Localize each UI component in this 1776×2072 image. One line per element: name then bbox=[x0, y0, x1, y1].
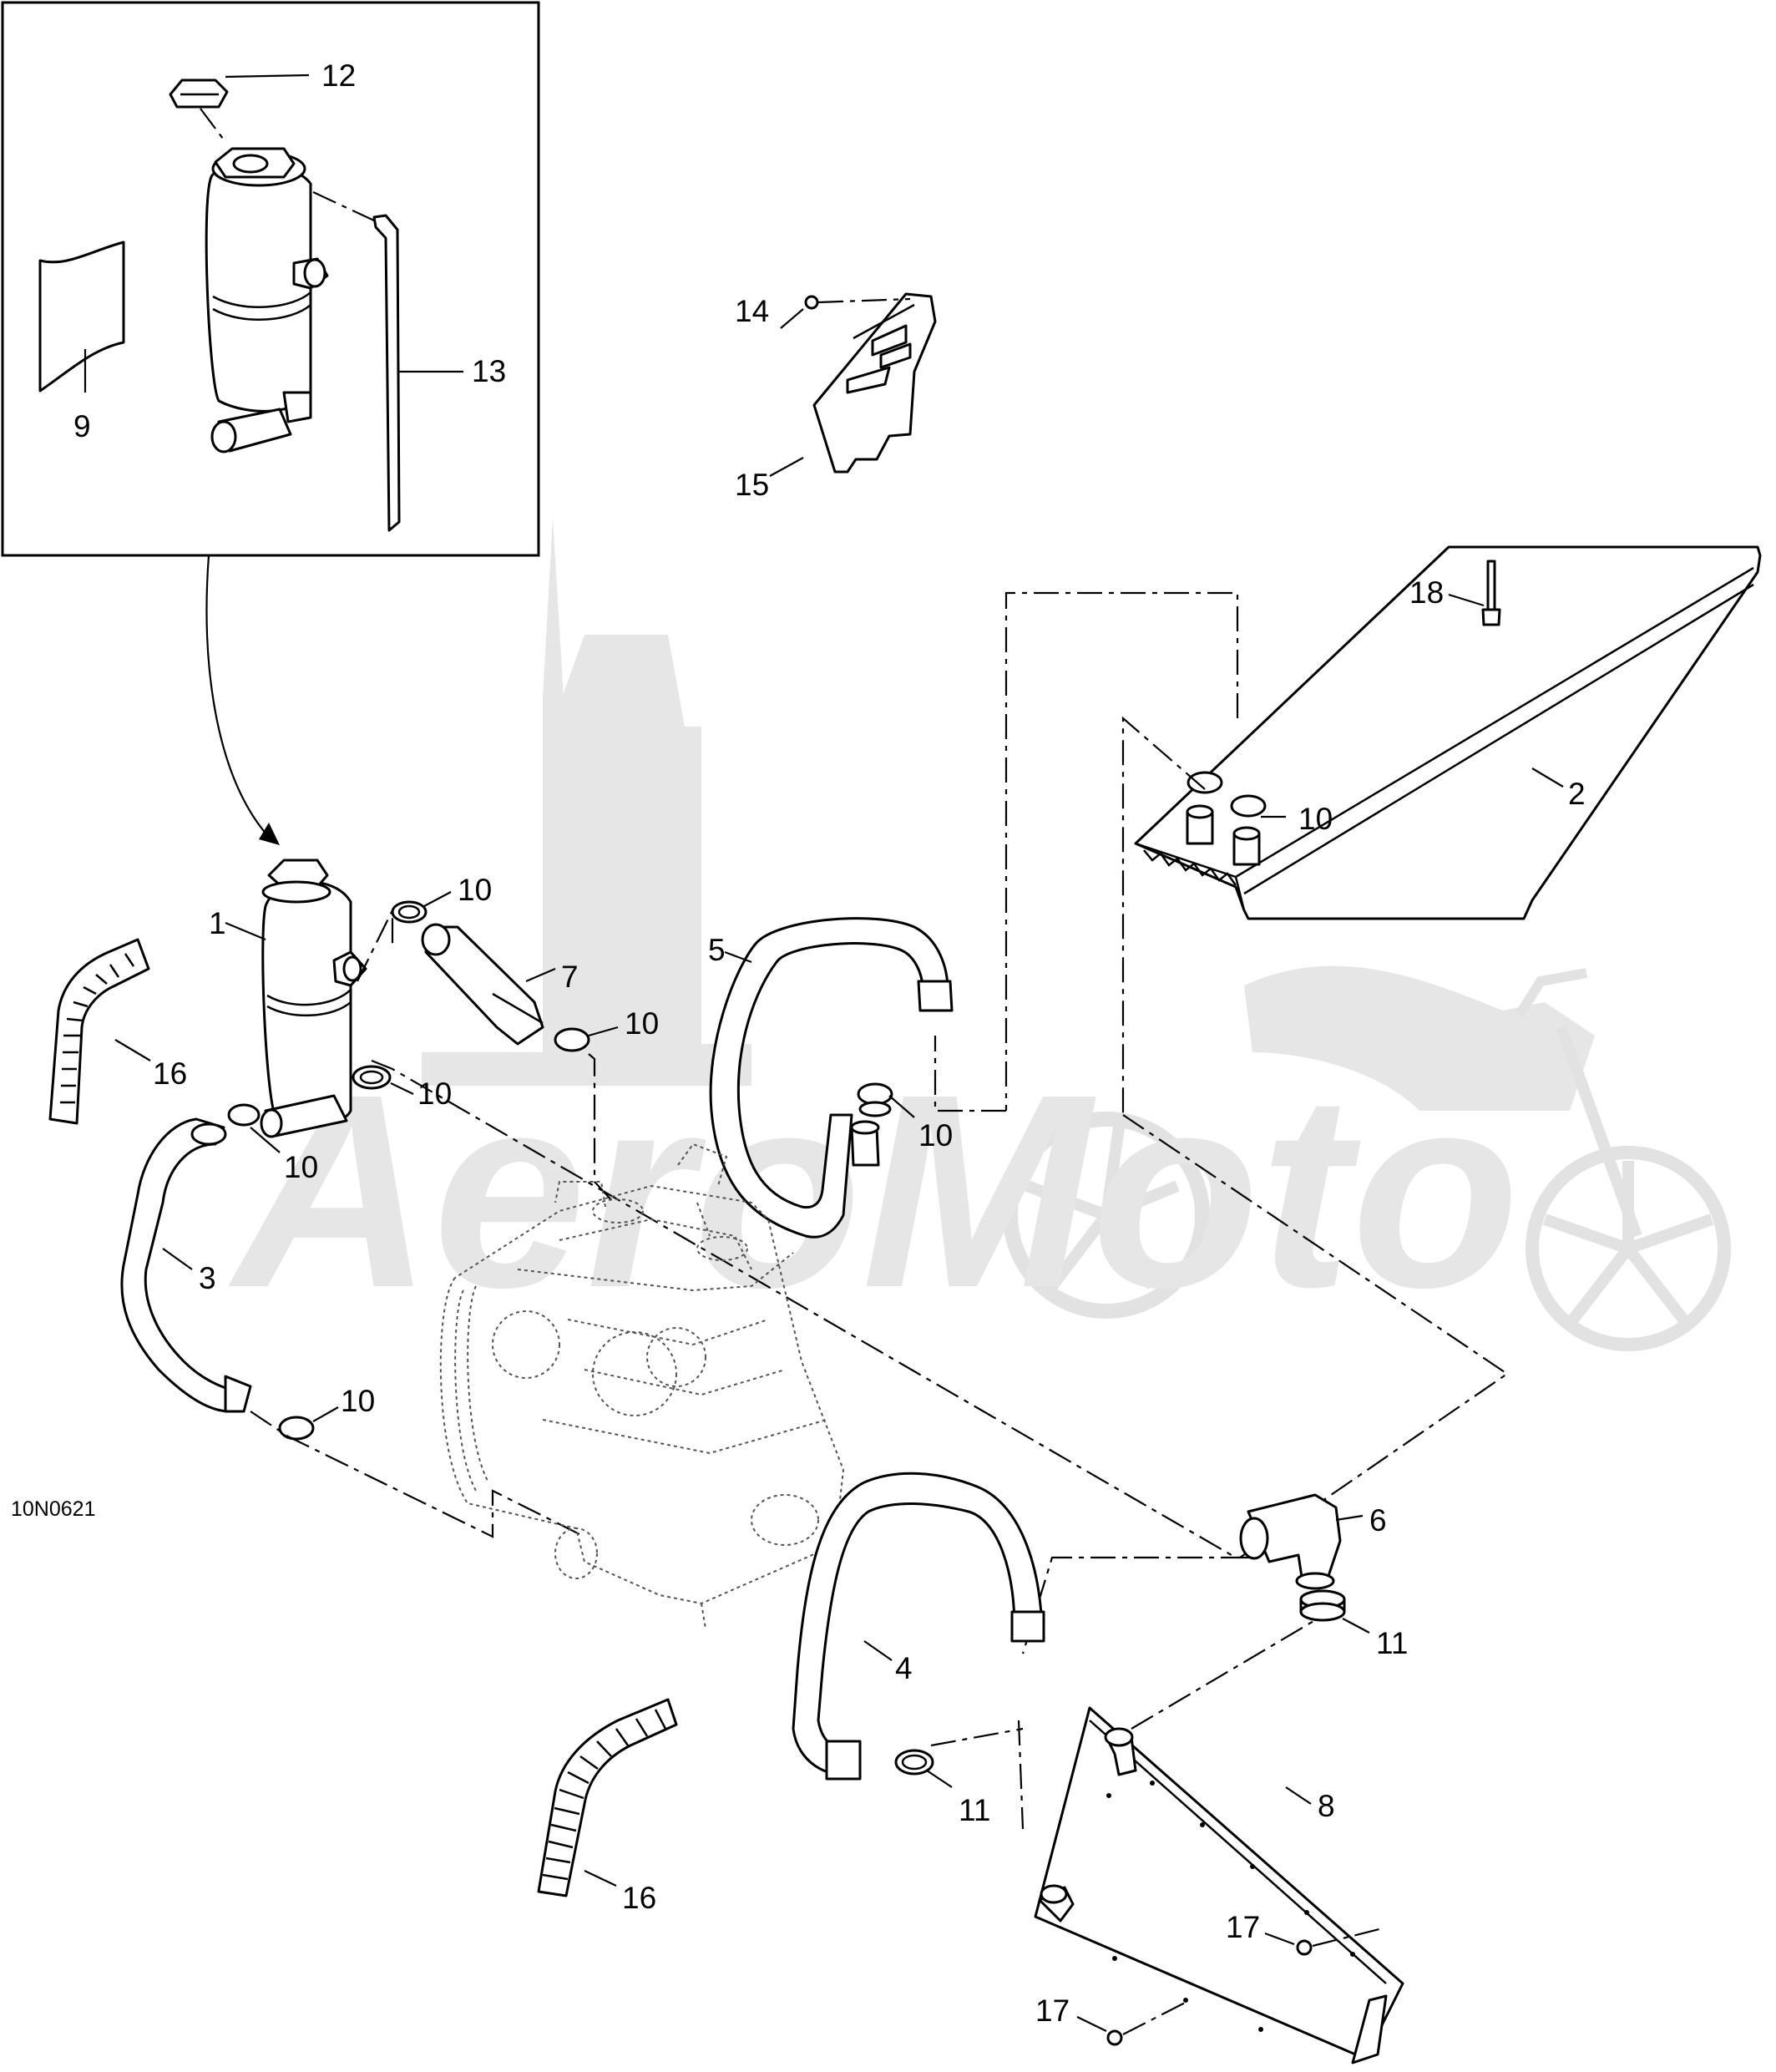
decal-9 bbox=[38, 241, 125, 393]
connection-line-k bbox=[1017, 1720, 1025, 1830]
screw-14 bbox=[804, 295, 911, 310]
callout-10d: 10 bbox=[417, 1077, 452, 1111]
heat-exchanger-2 bbox=[1134, 545, 1762, 920]
callout-2: 2 bbox=[1568, 777, 1586, 811]
rivet-18 bbox=[1481, 560, 1501, 626]
callout-10a: 10 bbox=[1298, 802, 1333, 836]
callout-10c: 10 bbox=[625, 1006, 659, 1041]
watermark-motorcycle bbox=[1003, 965, 1731, 1351]
callout-11b: 11 bbox=[959, 1793, 990, 1827]
hose-clamp-10-mid-left bbox=[352, 1065, 392, 1090]
corrugated-hose-16-upper bbox=[48, 938, 150, 1125]
screw-17-lower bbox=[1106, 1999, 1191, 2046]
connection-line-b bbox=[1121, 716, 1206, 1115]
hose-7 bbox=[421, 923, 544, 1046]
callout-16a: 16 bbox=[153, 1056, 187, 1091]
hose-4 bbox=[792, 1472, 1045, 1781]
drawing-code: 10N0621 bbox=[11, 1497, 95, 1521]
callout-1: 1 bbox=[209, 906, 226, 940]
callout-15: 15 bbox=[735, 468, 769, 502]
connection-line-a bbox=[1004, 591, 1239, 1111]
callout-13: 13 bbox=[472, 354, 506, 388]
callout-4: 4 bbox=[895, 1651, 913, 1685]
inset-arrow bbox=[205, 555, 268, 836]
hose-5 bbox=[709, 917, 954, 1239]
hose-clamp-10-upper-left bbox=[391, 900, 428, 924]
heat-shield-15 bbox=[812, 292, 937, 474]
hose-clamp-10-lower-left bbox=[227, 1103, 261, 1127]
connection-line-c bbox=[934, 1036, 1006, 1112]
callout-9: 9 bbox=[73, 409, 91, 443]
hose-clamp-10-3 bbox=[278, 1416, 315, 1441]
connection-line-j bbox=[1131, 1619, 1316, 1730]
hose-clamp-10-5 bbox=[857, 1082, 893, 1117]
inset-frame bbox=[1, 1, 540, 557]
hose-clamp-11-upper bbox=[1299, 1589, 1346, 1622]
hose-3 bbox=[120, 1117, 252, 1413]
screw-17-upper bbox=[1296, 1928, 1380, 1956]
inset-arrow-head bbox=[259, 823, 280, 845]
callouts: 12 13 9 14 15 18 2 10 1 10 7 10 5 16 10 … bbox=[73, 58, 1586, 2028]
hose-clamp-11-lower bbox=[894, 1749, 934, 1776]
heat-exchanger-8 bbox=[1034, 1706, 1404, 2064]
callout-18: 18 bbox=[1409, 575, 1444, 610]
callout-7: 7 bbox=[561, 960, 579, 994]
connection-line-i bbox=[930, 1727, 1024, 1747]
elbow-fitting-6 bbox=[1239, 1493, 1342, 1590]
callout-10f: 10 bbox=[284, 1150, 318, 1184]
callout-17b: 17 bbox=[1035, 1993, 1070, 2028]
callout-14: 14 bbox=[735, 294, 769, 328]
callout-8: 8 bbox=[1318, 1789, 1335, 1823]
inset-detail bbox=[1, 1, 540, 557]
coolant-reservoir-1 bbox=[260, 859, 367, 1138]
callout-3: 3 bbox=[199, 1261, 216, 1295]
reservoir-cap-12 bbox=[169, 79, 229, 109]
callout-10g: 10 bbox=[341, 1384, 375, 1418]
hose-clamp-10-7 bbox=[554, 1027, 590, 1052]
watermark-church-silhouette bbox=[422, 518, 751, 1086]
callout-5: 5 bbox=[708, 933, 726, 967]
callout-10b: 10 bbox=[458, 873, 492, 907]
engine-block bbox=[439, 1142, 845, 1629]
overflow-hose-13 bbox=[312, 191, 401, 532]
connection-line-f bbox=[371, 1059, 1252, 1559]
callout-10e: 10 bbox=[918, 1118, 953, 1153]
callout-16b: 16 bbox=[622, 1881, 656, 1915]
corrugated-hose-16-lower bbox=[537, 1698, 678, 1897]
callout-12: 12 bbox=[321, 58, 356, 93]
coolant-reservoir-inset bbox=[205, 147, 329, 453]
connection-line-g bbox=[588, 1053, 615, 1203]
callout-6: 6 bbox=[1369, 1503, 1387, 1538]
connection-line-e bbox=[357, 909, 394, 982]
callout-11a: 11 bbox=[1376, 1626, 1408, 1660]
callout-17a: 17 bbox=[1226, 1910, 1260, 1944]
connection-line-h bbox=[250, 1411, 585, 1538]
